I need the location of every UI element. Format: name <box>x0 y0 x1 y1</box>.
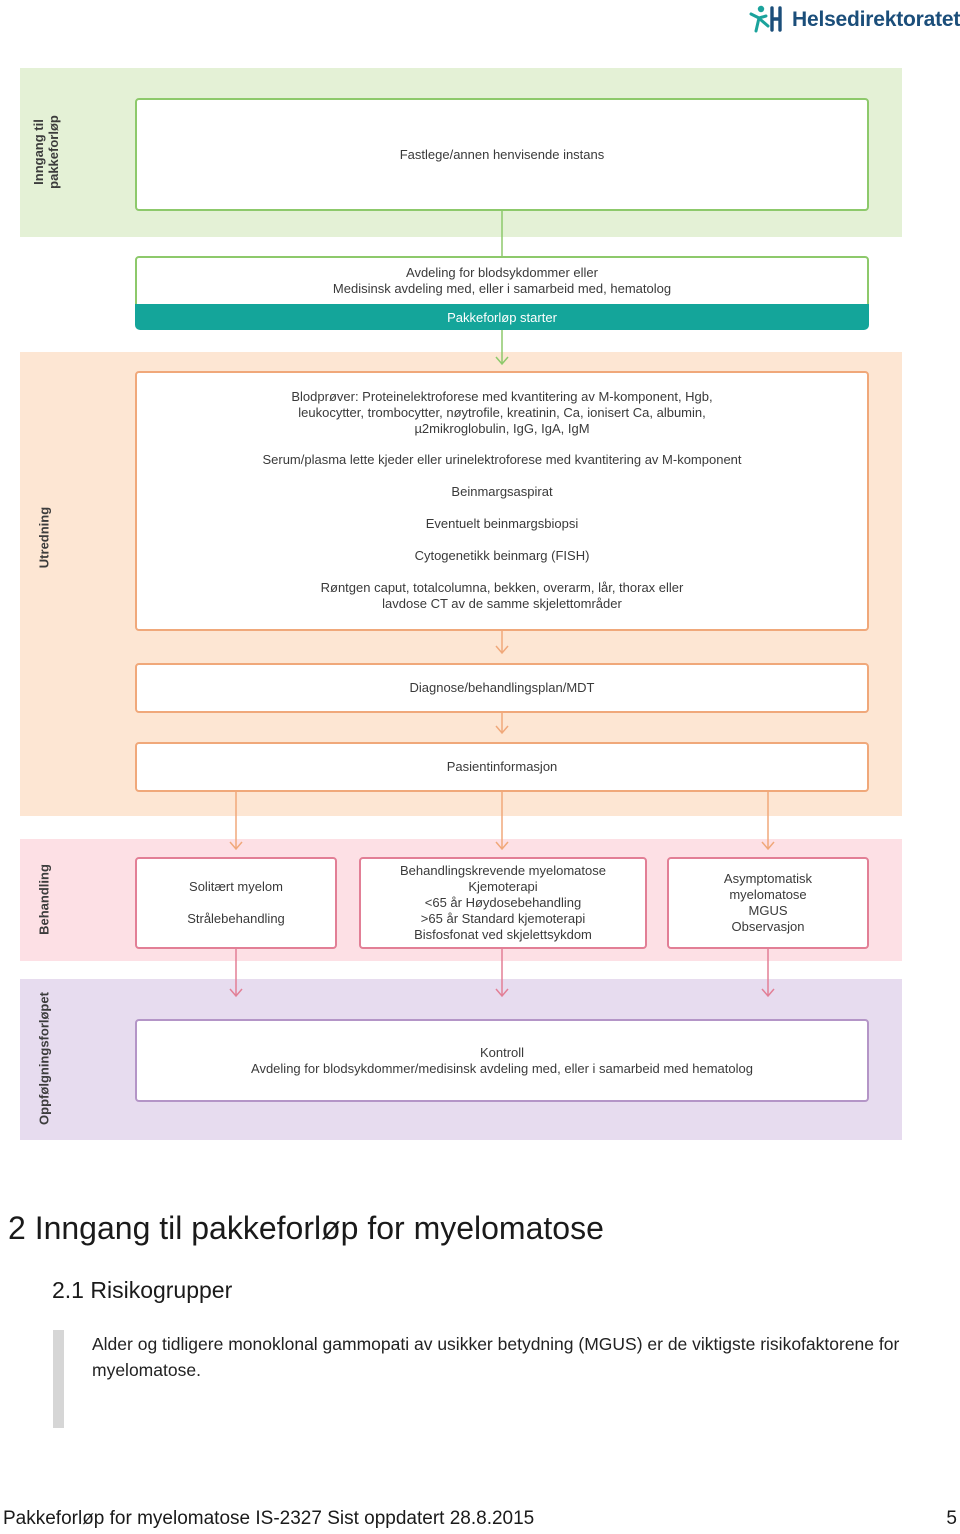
logo-text: Helsedirektoratet <box>792 8 960 31</box>
box-asymptomatisk: Asymptomatisk myelomatose MGUS Observasj… <box>667 857 869 949</box>
helsedirektoratet-logo: Helsedirektoratet <box>748 4 960 34</box>
box-behandlingskrevende: Behandlingskrevende myelomatose Kjemoter… <box>359 857 647 949</box>
box-solitaert-myelom: Solitært myelom Strålebehandling <box>135 857 337 949</box>
page-number: 5 <box>946 1508 957 1529</box>
box-diagnose: Diagnose/behandlingsplan/MDT <box>135 663 869 713</box>
box-avdeling: Avdeling for blodsykdommer eller Medisin… <box>135 256 869 306</box>
risk-paragraph: Alder og tidligere monoklonal gammopati … <box>92 1334 900 1380</box>
footer-document-info: Pakkeforløp for myelomatose IS-2327 Sist… <box>3 1508 535 1529</box>
box-fastlege: Fastlege/annen henvisende instans <box>135 98 869 211</box>
subsection-heading: 2.1 Risikogrupper <box>52 1277 233 1303</box>
section-heading: 2 Inngang til pakkeforløp for myelomatos… <box>8 1210 604 1246</box>
box-kontroll: Kontroll Avdeling for blodsykdommer/medi… <box>135 1019 869 1102</box>
pakkeforlop-starter-bar: Pakkeforløp starter <box>135 304 869 330</box>
quote-bar <box>53 1330 64 1428</box>
helsedirektoratet-logo-icon <box>749 5 782 33</box>
box-utredning: Blodprøver: Proteinelektroforese med kva… <box>135 371 869 631</box>
box-pasientinformasjon: Pasientinformasjon <box>135 742 869 792</box>
